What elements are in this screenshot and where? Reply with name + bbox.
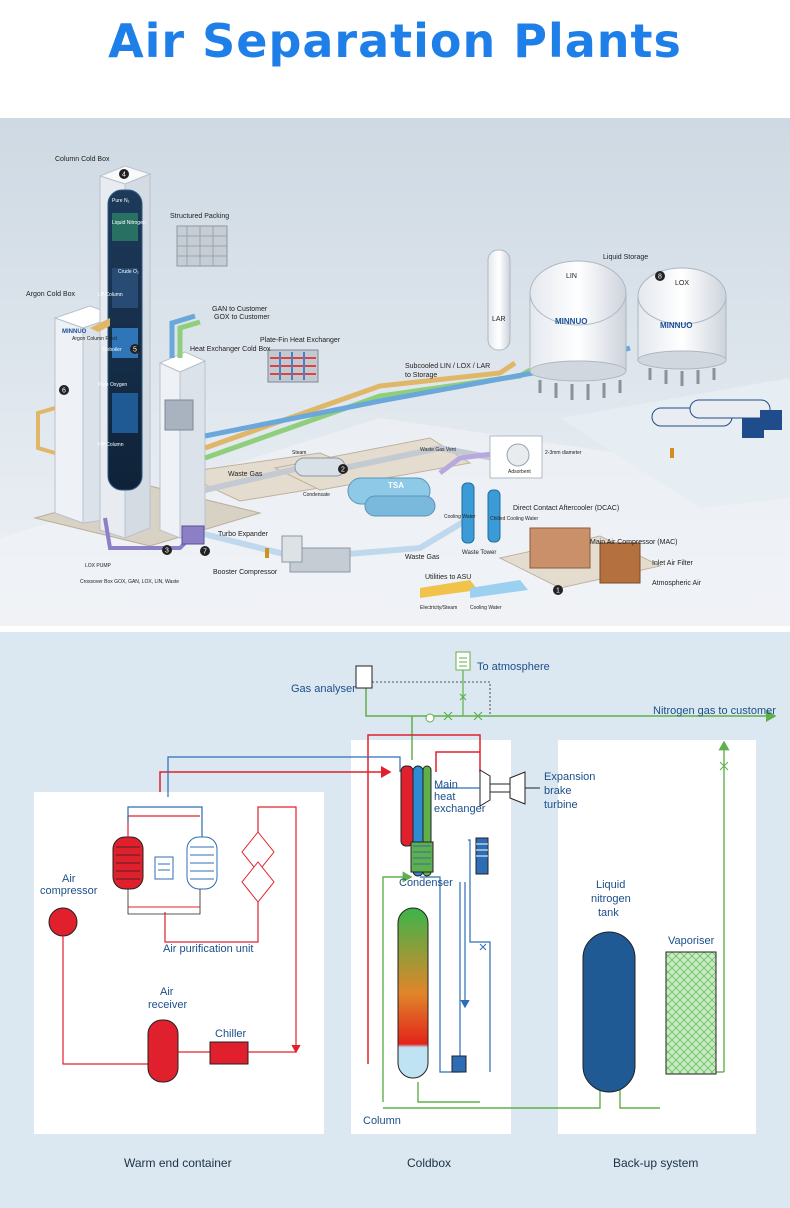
label-waste-gas-2: Waste Gas [405, 554, 440, 561]
label-mac: Main Air Compressor (MAC) [590, 539, 678, 546]
label-lin: LIN [566, 273, 577, 280]
label-column-cold-box: Column Cold Box [55, 156, 110, 163]
label-chiller: Chiller [215, 1028, 247, 1040]
label-air-receiver-1: Air [160, 986, 174, 998]
label-crossover: Crossover Box GOX, GAN, LOX, LIN, Waste [80, 579, 179, 585]
nitrogen-generator-schematic: To atmosphere Gas analyser Nitrogen gas … [0, 632, 790, 1208]
badge-6: 6 [59, 385, 69, 395]
label-plate-fin: Plate-Fin Heat Exchanger [260, 337, 341, 344]
label-argon-cold-box: Argon Cold Box [26, 291, 76, 298]
label-air-purification: Air purification unit [163, 943, 254, 955]
label-booster: Booster Compressor [213, 569, 278, 576]
badge-7: 7 [200, 546, 210, 556]
label-exchanger: exchanger [434, 803, 486, 815]
label-tsa: TSA [388, 481, 404, 490]
label-diameter: 2-3mm diameter [545, 450, 582, 456]
label-atmospheric-air: Atmospheric Air [652, 580, 702, 587]
svg-text:1: 1 [556, 588, 560, 595]
label-steam: Steam [292, 450, 306, 456]
label-brake: brake [544, 785, 572, 797]
label-gox-to-customer: GOX to Customer [214, 314, 270, 321]
page-title: Air Separation Plants [108, 14, 682, 68]
label-vaporiser: Vaporiser [668, 935, 715, 947]
label-chilled-cooling-water: Chilled Cooling Water [490, 516, 539, 522]
label-heat: heat [434, 791, 455, 803]
label-to-atmosphere: To atmosphere [477, 661, 550, 673]
label-air-compressor-1: Air [62, 873, 76, 885]
label-main: Main [434, 779, 458, 791]
badge-3: 3 [162, 545, 172, 555]
label-waste-gas-1: Waste Gas [228, 471, 263, 478]
label-waste-gas-vent: Waste Gas Vent [420, 447, 457, 453]
svg-text:7: 7 [203, 549, 207, 556]
label-turbo-expander: Turbo Expander [218, 531, 269, 538]
label-pure-n2: Pure N₂ [112, 198, 130, 204]
label-hp-column: HP Column [98, 442, 124, 448]
label-structured-packing: Structured Packing [170, 213, 229, 220]
label-subcooled: Subcooled LIN / LOX / LAR [405, 363, 490, 370]
svg-text:5: 5 [133, 347, 137, 354]
label-lp-column: LP Column [98, 292, 123, 298]
label-coldbox: Coldbox [407, 1156, 451, 1170]
svg-text:8: 8 [658, 274, 662, 281]
label-cooling-water: Cooling Water [444, 514, 476, 520]
label-liquid-nitrogen: Liquid Nitrogen [112, 220, 146, 226]
badge-4: 4 [119, 169, 129, 179]
svg-text:4: 4 [122, 172, 126, 179]
label-condenser: Condenser [399, 877, 453, 889]
label-utilities: Utilities to ASU [425, 574, 471, 581]
label-lox-pump: LOX PUMP [85, 563, 112, 569]
label-adsorbent: Adsorbent [508, 469, 531, 475]
badge-5: 5 [130, 344, 140, 354]
badge-2: 2 [338, 464, 348, 474]
label-air-receiver-2: receiver [148, 999, 187, 1011]
label-backup: Back-up system [613, 1156, 698, 1170]
svg-text:3: 3 [165, 548, 169, 555]
label-lar: LAR [492, 316, 506, 323]
lin-tank-brand: MINNUO [555, 317, 587, 326]
svg-text:2: 2 [341, 467, 345, 474]
label-waste-tower: Waste Tower [462, 550, 496, 556]
label-argon-column-feed: Argon Column Feed [72, 336, 117, 342]
label-electricity-steam: Electricity/Steam [420, 605, 457, 611]
label-cooling-water-2: Cooling Water [470, 605, 502, 611]
lox-tank-brand: MINNUO [660, 321, 692, 330]
label-inlet-air-filter: Inlet Air Filter [652, 560, 694, 567]
label-liquid-1: Liquid [596, 879, 625, 891]
label-pure-oxygen: Pure Oxygen [98, 382, 127, 388]
label-gas-analyser: Gas analyser [291, 683, 356, 695]
label-reboiler: Reboiler [103, 347, 122, 353]
argon-box-brand: MINNUO [62, 329, 87, 335]
label-hx-cold-box: Heat Exchanger Cold Box [190, 346, 271, 353]
label-air-compressor-2: compressor [40, 885, 98, 897]
badge-8: 8 [655, 271, 665, 281]
label-dcac: Direct Contact Aftercooler (DCAC) [513, 505, 619, 512]
label-gan-to-customer: GAN to Customer [212, 306, 268, 313]
air-separation-plant-illustration: MINNUO MINNUO MINNUO [0, 118, 790, 626]
label-liquid-3: tank [598, 907, 619, 919]
label-condensate: Condensate [303, 492, 330, 498]
label-lox: LOX [675, 280, 689, 287]
label-expansion: Expansion [544, 771, 595, 783]
label-to-storage: to Storage [405, 372, 437, 379]
label-nitrogen-gas: Nitrogen gas to customer [653, 705, 776, 717]
label-turbine: turbine [544, 799, 578, 811]
label-liquid-2: nitrogen [591, 893, 631, 905]
label-warm-end: Warm end container [124, 1156, 232, 1170]
label-liquid-storage: Liquid Storage [603, 254, 648, 261]
badge-1: 1 [553, 585, 563, 595]
label-column: Column [363, 1115, 401, 1127]
warm-end-container [34, 792, 324, 1134]
label-crude-o2: Crude O₂ [118, 269, 139, 275]
svg-text:6: 6 [62, 388, 66, 395]
